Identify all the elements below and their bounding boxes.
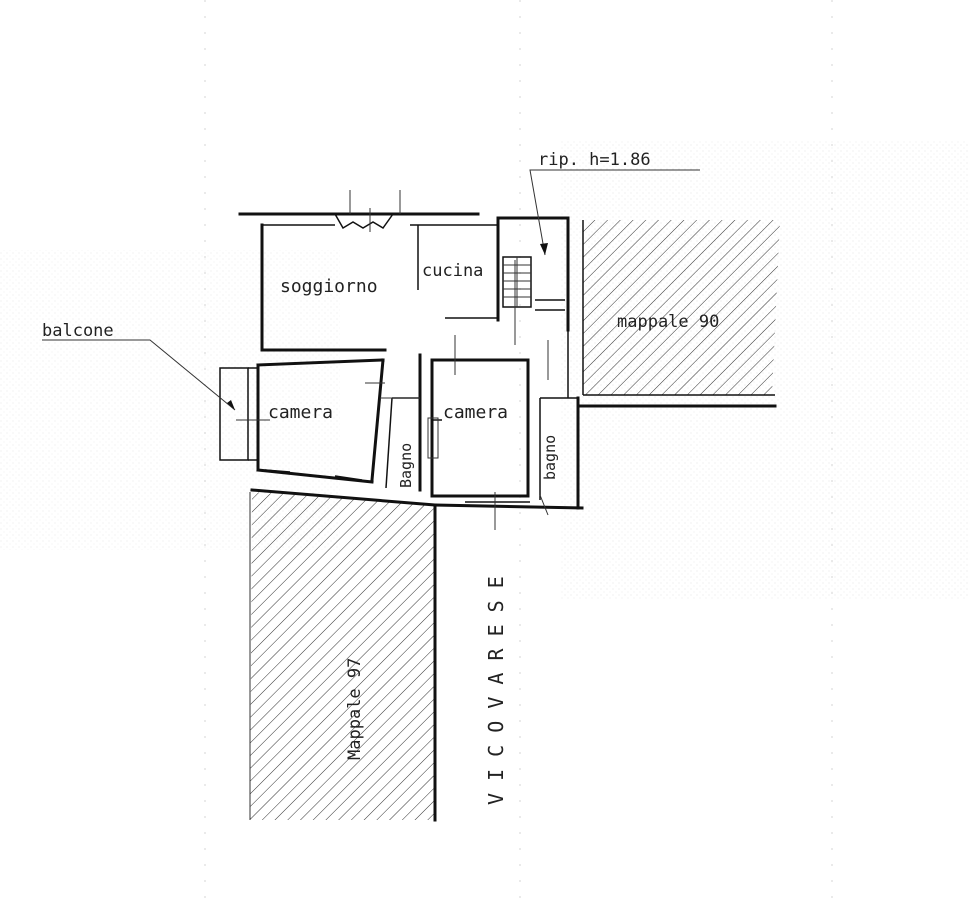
- mappale-90-area: [583, 220, 780, 395]
- camera-right-label: camera: [443, 402, 508, 423]
- walls: [219, 212, 584, 510]
- mappale-97-area: [250, 492, 435, 820]
- mappale-90-label: mappale 90: [617, 312, 719, 332]
- balcone-outline: [219, 367, 249, 461]
- bagno-left-label: Bagno: [397, 443, 415, 488]
- street-label: V I C O V A R E S E: [484, 576, 508, 805]
- balcone-label: balcone: [42, 321, 114, 341]
- rip-label: rip. h=1.86: [538, 150, 651, 170]
- bagno-right-label: bagno: [541, 435, 559, 480]
- rip-leader: [529, 169, 700, 256]
- openings: [236, 190, 549, 530]
- camera-left-label: camera: [268, 402, 333, 423]
- stair-symbol: [502, 256, 565, 311]
- cucina-label: cucina: [422, 261, 483, 281]
- soggiorno-label: soggiorno: [280, 276, 378, 297]
- mappale-97-label: Mappale 97: [345, 658, 365, 760]
